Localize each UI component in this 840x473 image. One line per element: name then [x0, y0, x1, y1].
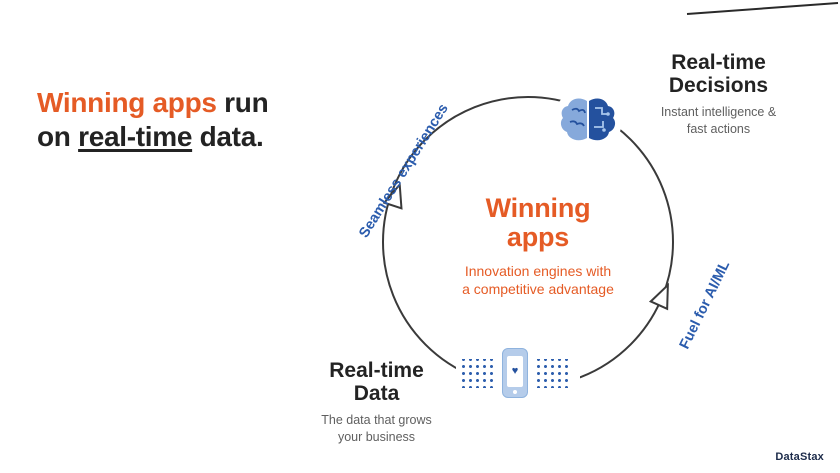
data-dots-right: [535, 358, 570, 388]
node-decisions-desc: Instant intelligence &fast actions: [636, 104, 801, 137]
node-decisions-title-line1: Real-time: [671, 51, 766, 74]
headline: Winning apps run on real-time data.: [37, 86, 347, 153]
node-decisions-desc-line2: fast actions: [686, 121, 751, 136]
phone-data-icon: ♥: [460, 348, 570, 398]
circle-subtitle-line2: a competitive advantage: [462, 281, 614, 298]
headline-realtime: real-time: [78, 120, 193, 152]
datastax-logo: DataStax: [775, 451, 824, 463]
node-decisions-title-line2: Decisions: [668, 73, 769, 97]
circle-title-line2: apps: [506, 222, 570, 253]
data-dots-left: [460, 358, 495, 388]
circle-subtitle: Innovation engines with a competitive adv…: [413, 262, 663, 298]
node-data-title-line1: Real-time: [329, 359, 424, 382]
heart-icon: ♥: [511, 365, 519, 377]
phone-screen: ♥: [507, 356, 523, 387]
node-decisions-desc-line1: Instant intelligence &: [660, 105, 777, 120]
headline-data: data.: [192, 120, 264, 152]
circle-title-line1: Winning: [485, 193, 591, 223]
circle-subtitle-line1: Innovation engines with: [464, 263, 612, 279]
headline-winning-apps: Winning apps: [37, 87, 217, 118]
arc-label-fuel-for-aiml: Fuel for AI/ML: [676, 258, 734, 352]
top-right-accent-line: [686, 2, 839, 15]
phone-icon: ♥: [502, 348, 528, 398]
node-data-title-line2: Data: [353, 381, 400, 405]
node-data-desc-line2: your business: [337, 429, 416, 444]
headline-run: run: [216, 87, 269, 118]
brain-icon: [558, 94, 618, 151]
phone-home-button: [513, 390, 517, 394]
headline-on: on: [37, 120, 79, 152]
node-data-desc-line1: The data that grows: [321, 413, 432, 428]
